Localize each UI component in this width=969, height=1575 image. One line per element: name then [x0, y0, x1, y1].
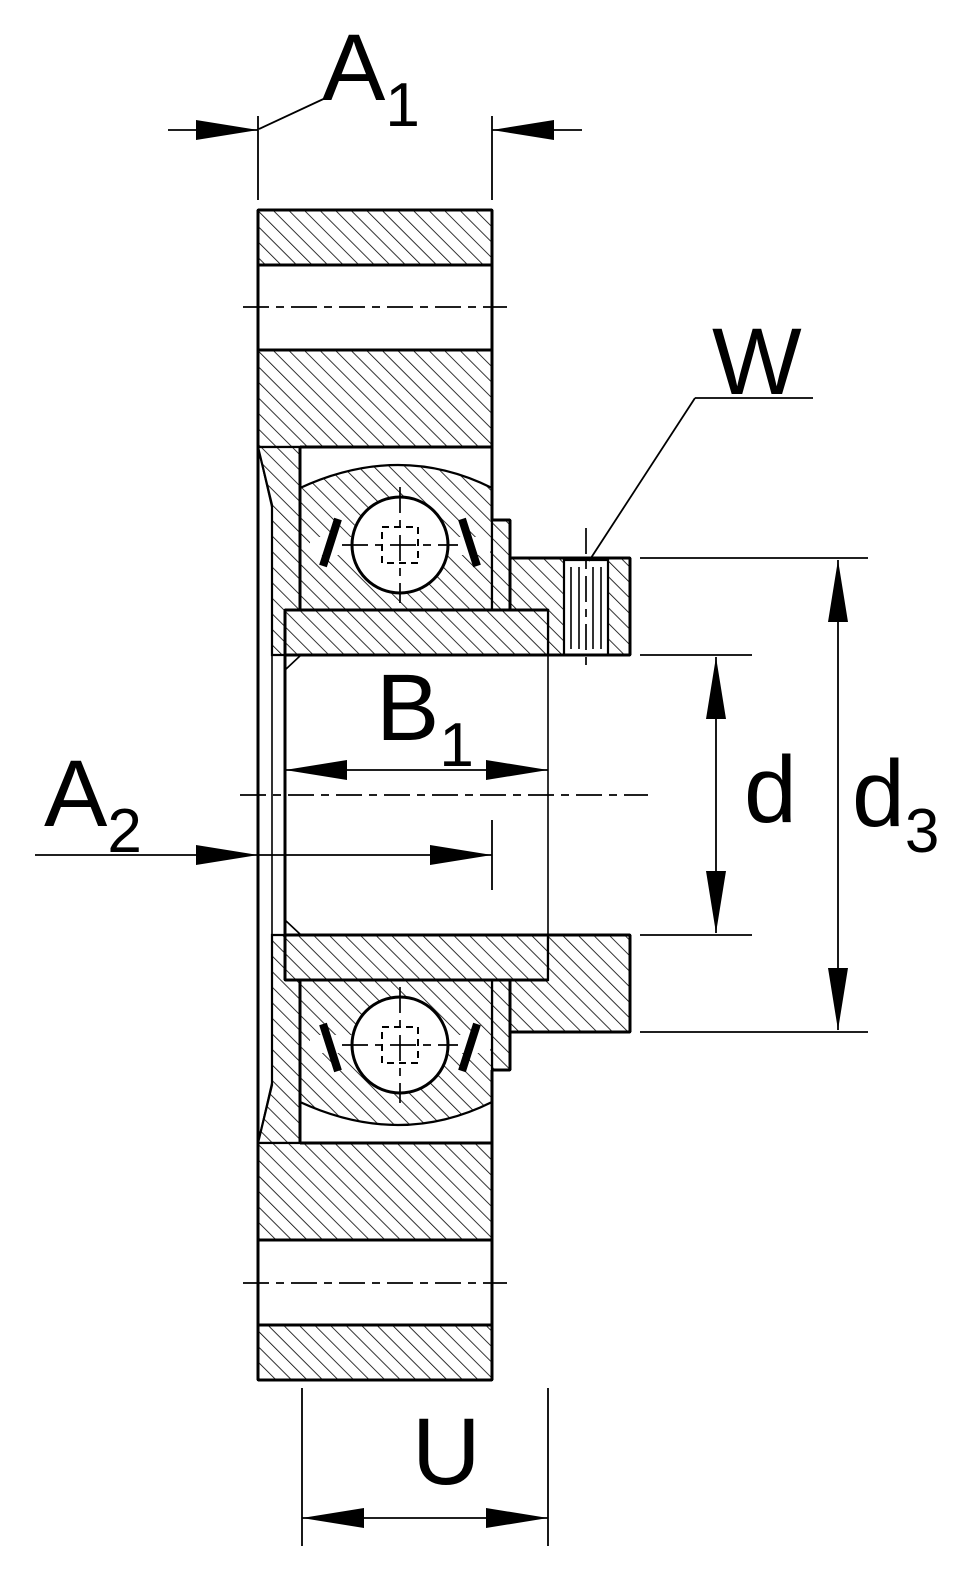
- dim-label-a1: A1: [322, 15, 420, 140]
- dimension-annotations: [35, 94, 868, 1546]
- ball-center-marks: [381, 526, 419, 1064]
- dim-label-a1-main: A: [322, 15, 386, 121]
- dimension-d3-lines: [640, 557, 868, 1033]
- part-outlines: [256, 208, 632, 1382]
- dim-label-b1-sub: 1: [439, 711, 473, 780]
- dim-label-b1-main: B: [376, 655, 439, 761]
- dimension-b1-arrows: [285, 760, 548, 780]
- dimension-d-arrows: [706, 657, 726, 933]
- housing-step-top: [490, 518, 512, 612]
- dimension-u: [301, 1388, 549, 1546]
- dimension-a1: [168, 94, 582, 200]
- dimension-a2: [35, 820, 493, 890]
- bearing-elements: [310, 495, 610, 1095]
- dimension-d: [640, 654, 752, 936]
- dim-label-a2: A2: [44, 741, 142, 866]
- dim-label-d-main: d: [744, 737, 797, 843]
- flange-upper-block: [256, 348, 494, 449]
- dimension-d3: [640, 557, 868, 1033]
- dim-label-d3: d3: [852, 741, 939, 866]
- dimension-u-arrows: [302, 1508, 548, 1528]
- dimension-a1-arrows: [196, 120, 554, 140]
- dim-label-a1-sub: 1: [385, 71, 419, 140]
- dimension-a2-arrows: [196, 845, 492, 865]
- dim-label-b1: B1: [376, 655, 474, 780]
- dimension-b1: [285, 760, 548, 780]
- flange-lower-block: [256, 1141, 494, 1242]
- inner-ring-sleeve-top: [283, 608, 550, 657]
- dim-label-u: U: [412, 1399, 481, 1505]
- bearing-seals: [319, 517, 481, 1073]
- flange-top-block: [256, 208, 494, 267]
- dim-label-w: W: [712, 309, 802, 415]
- dimension-w-leader: [588, 397, 813, 562]
- dim-label-d: d: [744, 737, 797, 843]
- dim-label-a2-main: A: [44, 741, 108, 847]
- dim-label-d3-main: d: [852, 741, 905, 847]
- centerlines: [240, 306, 648, 1284]
- dimension-d-lines: [640, 654, 752, 936]
- inner-ring-sleeve-bottom: [283, 933, 550, 982]
- flange-bottom-block: [256, 1323, 494, 1382]
- dimension-w-lines: [588, 397, 813, 562]
- housing-step-bottom: [490, 978, 512, 1072]
- dim-label-u-main: U: [412, 1399, 481, 1505]
- dimension-labels: A1 W B1 A2 d d3 U: [44, 15, 939, 1505]
- dim-label-d3-sub: 3: [905, 797, 939, 866]
- dim-label-w-main: W: [712, 309, 802, 415]
- dim-label-a2-sub: 2: [107, 797, 141, 866]
